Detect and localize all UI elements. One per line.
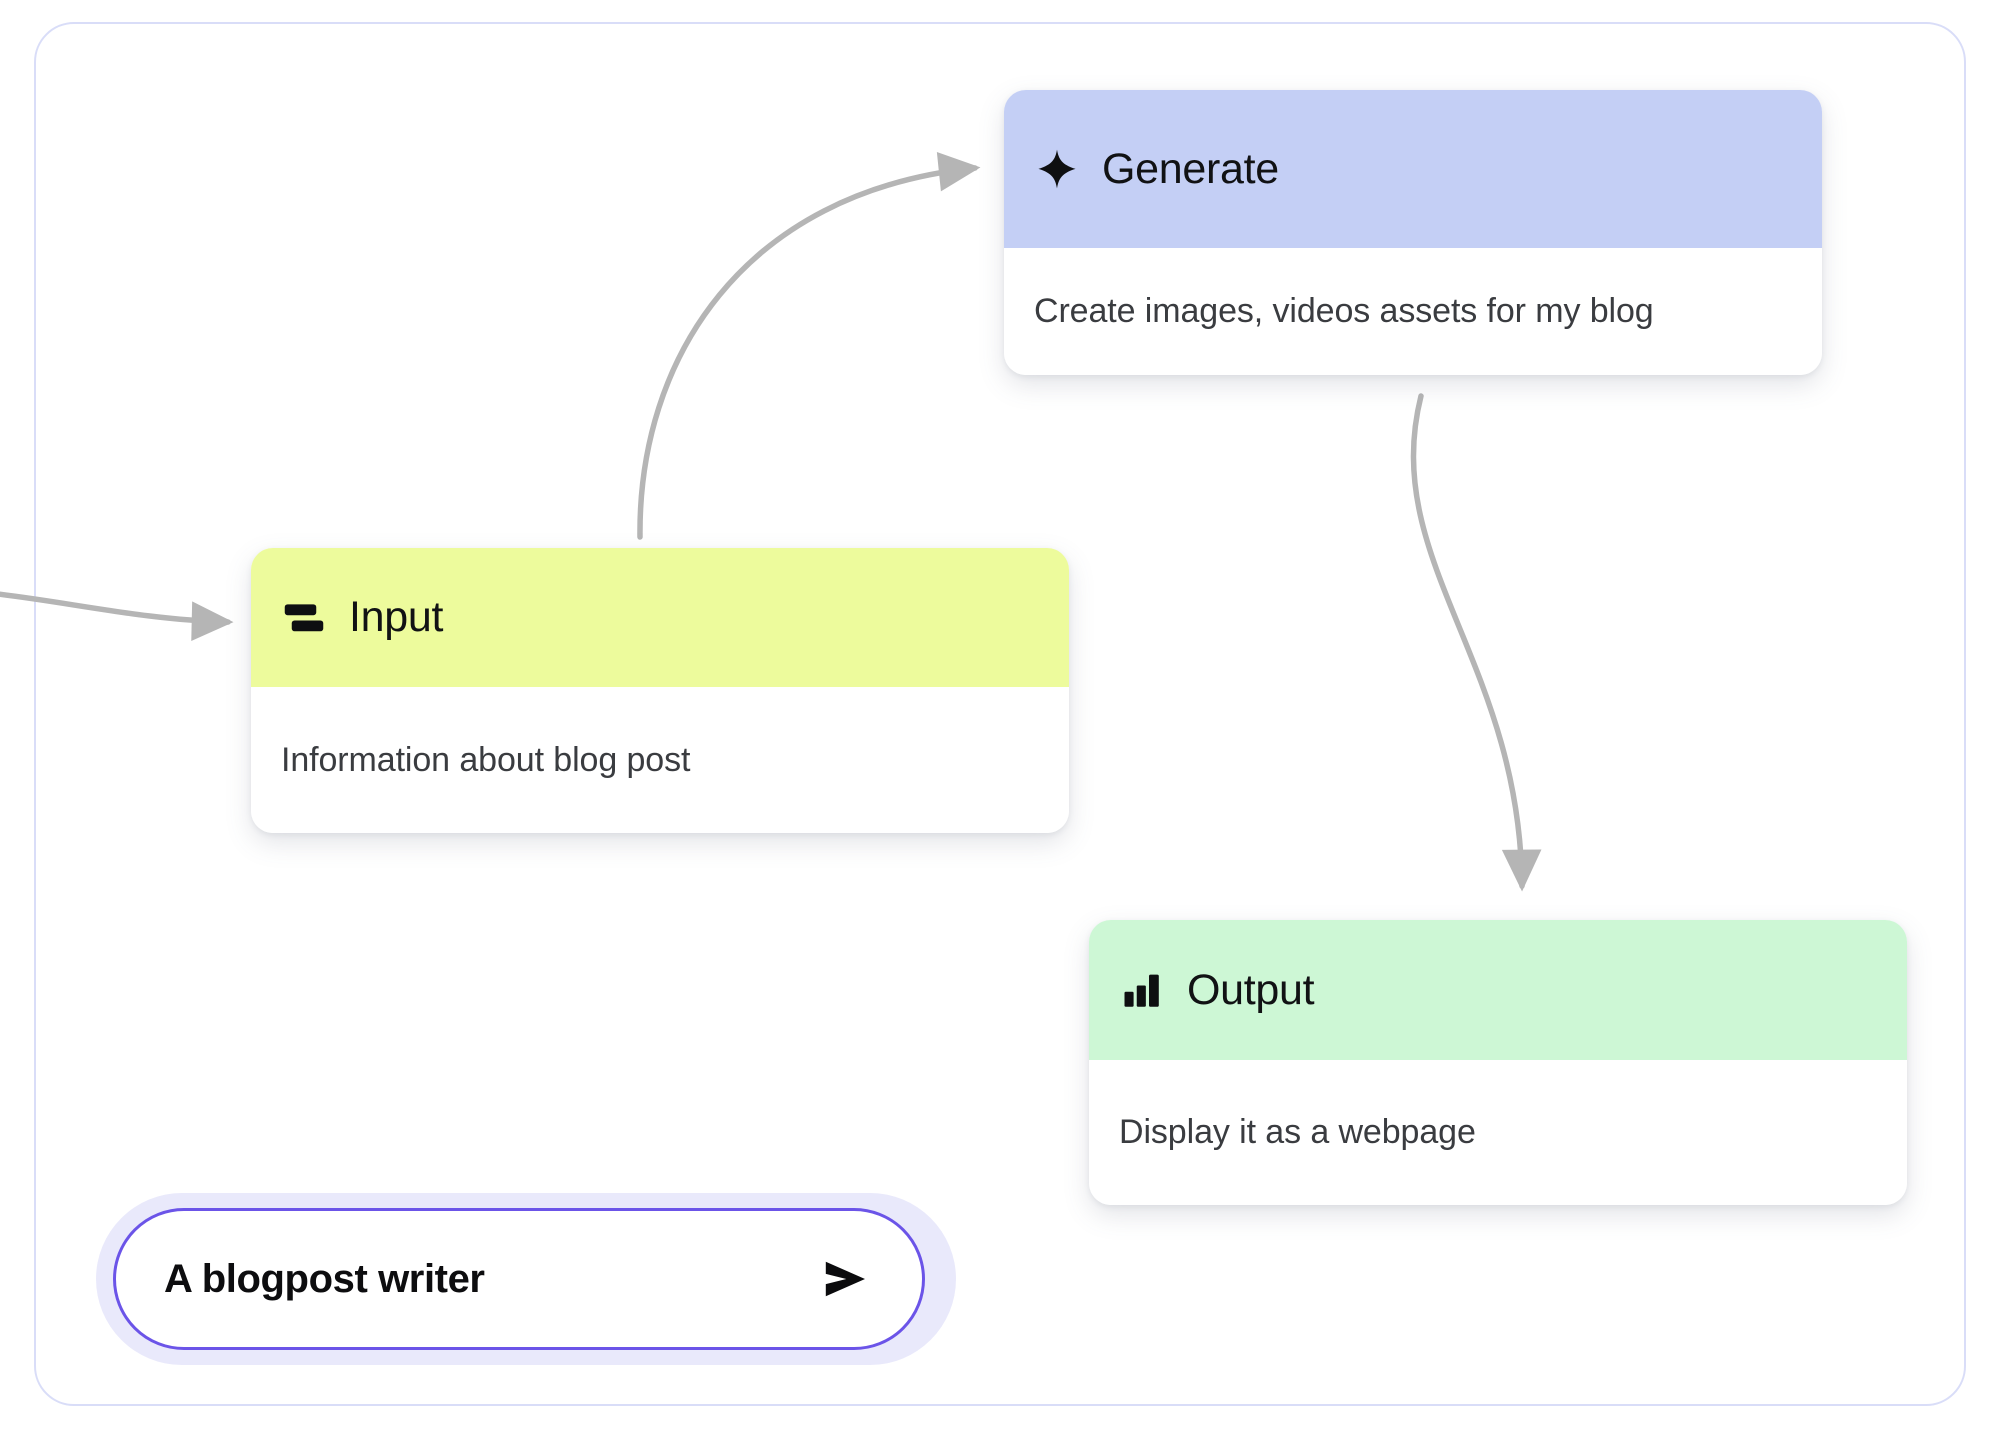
node-generate-body: Create images, videos assets for my blog	[1004, 248, 1822, 375]
send-arrow-icon[interactable]	[812, 1247, 876, 1311]
connector-generate-to-output	[1410, 393, 1542, 892]
connector-input-to-generate	[637, 152, 981, 540]
node-input-body: Information about blog post	[251, 687, 1069, 833]
connector-external-to-input	[0, 591, 234, 641]
node-generate-body-text: Create images, videos assets for my blog	[1034, 292, 1654, 331]
node-output-body: Display it as a webpage	[1089, 1060, 1907, 1205]
node-output-header: Output	[1089, 920, 1907, 1060]
node-output[interactable]: Output Display it as a webpage	[1089, 920, 1907, 1205]
bar-chart-icon	[1119, 967, 1165, 1013]
node-input[interactable]: Input Information about blog post	[251, 548, 1069, 833]
node-generate-header: Generate	[1004, 90, 1822, 248]
node-output-body-text: Display it as a webpage	[1119, 1113, 1476, 1152]
node-input-header: Input	[251, 548, 1069, 687]
sparkle-icon	[1034, 146, 1080, 192]
node-input-title: Input	[349, 593, 444, 641]
node-input-body-text: Information about blog post	[281, 740, 691, 779]
node-output-title: Output	[1187, 965, 1315, 1014]
prompt-input-value[interactable]: A blogpost writer	[164, 1257, 485, 1301]
node-generate-title: Generate	[1102, 144, 1279, 193]
prompt-input[interactable]: A blogpost writer	[113, 1208, 925, 1350]
stacked-bars-icon	[281, 595, 327, 641]
node-generate[interactable]: Generate Create images, videos assets fo…	[1004, 90, 1822, 375]
